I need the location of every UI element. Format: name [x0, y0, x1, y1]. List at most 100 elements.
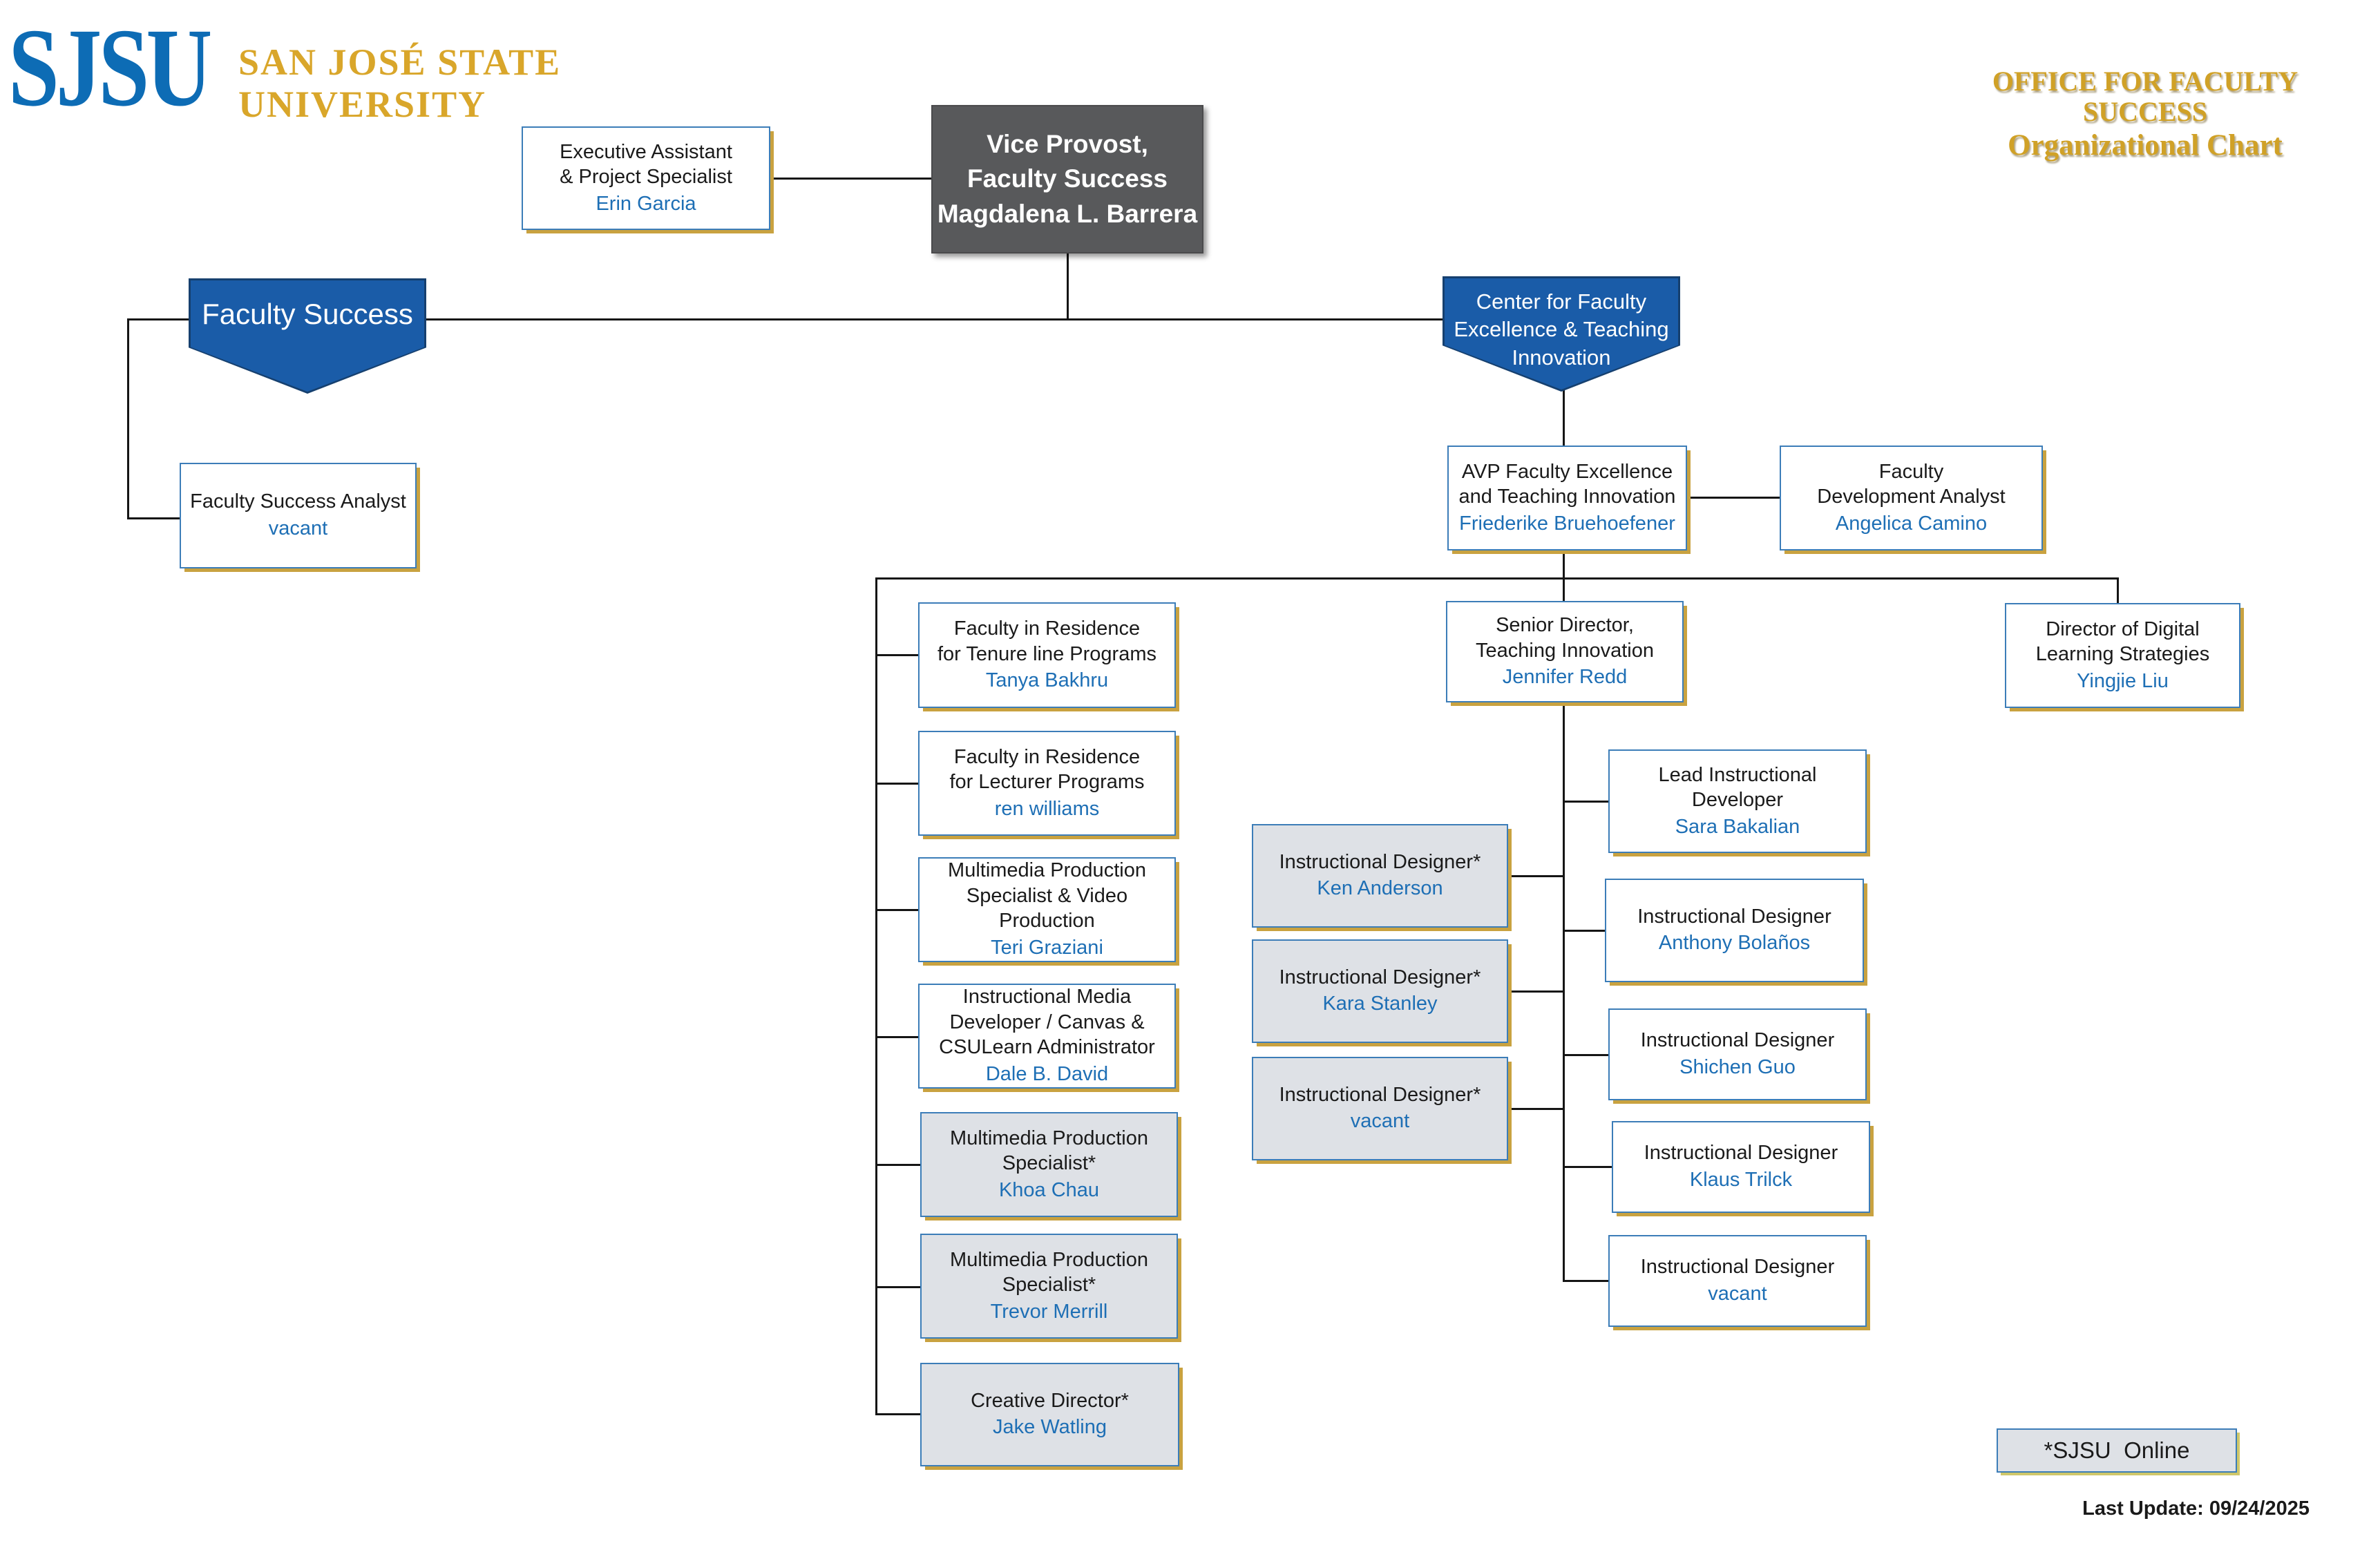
connector-stub-id-anthony [1563, 930, 1608, 932]
node-title: Instructional Designer [1637, 905, 1831, 928]
node-title: Faculty Success Analyst [190, 490, 406, 513]
node-title: Director of Digital Learning Strategies [2035, 618, 2210, 666]
node-title: Senior Director, Teaching Innovation [1476, 614, 1654, 662]
connector-stub-id-vacant-sjsu [1508, 1108, 1565, 1110]
org-node-lead-dev: Lead Instructional Developer Sara Bakali… [1608, 749, 1867, 853]
org-node-vice-provost: Vice Provost, Faculty Success Magdalena … [931, 105, 1203, 253]
org-node-id-vacant-sjsu: Instructional Designer* vacant [1252, 1057, 1508, 1160]
node-title: Instructional Designer [1640, 1256, 1835, 1279]
connector-fs-left-top [127, 318, 191, 320]
connector-stub-id-kara [1508, 990, 1565, 993]
connector-cfeti-to-avp [1563, 390, 1565, 447]
connector-distribution-line [875, 577, 2119, 580]
connector-stub-mm-video [875, 909, 920, 911]
node-person: Trevor Merrill [990, 1300, 1108, 1323]
org-node-id-kara: Instructional Designer* Kara Stanley [1252, 939, 1508, 1043]
node-person: Erin Garcia [596, 192, 696, 215]
org-node-director-digital: Director of Digital Learning Strategies … [2005, 603, 2240, 708]
connector-stub-id-klaus [1563, 1166, 1612, 1168]
node-title: Faculty in Residence for Tenure line Pro… [937, 618, 1156, 665]
org-node-mm-trevor: Multimedia Production Specialist* Trevor… [920, 1234, 1178, 1339]
connector-stub-creative-dir [875, 1413, 922, 1415]
connector-stub-lead-dev [1563, 801, 1608, 803]
org-node-id-shichen: Instructional Designer Shichen Guo [1608, 1008, 1867, 1100]
last-update-text: Last Update: 09/24/2025 [2082, 1497, 2310, 1520]
connector-banner-link [426, 318, 1443, 320]
connector-exec-to-viceprovost [770, 178, 931, 180]
connector-fs-left-vertical [127, 318, 129, 519]
org-node-fir-tenure: Faculty in Residence for Tenure line Pro… [918, 602, 1176, 708]
node-title: Multimedia Production Specialist* [950, 1127, 1148, 1175]
node-title: Lead Instructional Developer [1658, 763, 1817, 812]
org-node-creative-dir: Creative Director* Jake Watling [920, 1363, 1179, 1466]
node-person: Klaus Trilck [1689, 1168, 1793, 1191]
connector-stub-fir-tenure [875, 654, 920, 656]
node-title: Instructional Designer* [1279, 850, 1481, 873]
node-person: Kara Stanley [1322, 993, 1438, 1015]
node-title: Vice Provost, Faculty Success [967, 129, 1168, 193]
node-title: Executive Assistant & Project Specialist [560, 140, 732, 189]
node-title: Instructional Media Developer / Canvas &… [939, 986, 1155, 1059]
org-node-mm-khoa: Multimedia Production Specialist* Khoa C… [920, 1112, 1178, 1217]
node-person: vacant [1350, 1110, 1410, 1133]
node-person: Tanya Bakhru [985, 669, 1109, 692]
node-title: Instructional Designer [1644, 1142, 1838, 1165]
org-node-mm-video: Multimedia Production Specialist & Video… [918, 857, 1176, 962]
sjsu-online-legend: *SJSU Online [1997, 1428, 2237, 1473]
node-title: Instructional Designer [1640, 1029, 1835, 1052]
connector-stub-id-vacant [1563, 1280, 1608, 1282]
node-person: vacant [1708, 1282, 1767, 1305]
sjsu-logo: SJSU [8, 6, 212, 130]
node-person: Shichen Guo [1679, 1055, 1796, 1078]
node-person: Teri Graziani [991, 936, 1103, 959]
node-person: Angelica Camino [1835, 512, 1988, 535]
node-person: Anthony Bolaños [1658, 932, 1811, 955]
connector-stub-fir-lecturer [875, 783, 920, 785]
node-person: Magdalena L. Barrera [937, 200, 1198, 229]
node-title: Multimedia Production Specialist & Video… [948, 859, 1146, 932]
org-node-instr-media: Instructional Media Developer / Canvas &… [918, 984, 1176, 1089]
node-person: Friederike Bruehoefener [1459, 512, 1675, 535]
org-node-id-ken: Instructional Designer* Ken Anderson [1252, 824, 1508, 928]
node-title: Creative Director* [971, 1389, 1129, 1412]
org-node-fs-analyst: Faculty Success Analyst vacant [180, 463, 417, 568]
node-title: Faculty in Residence for Lecturer Progra… [949, 745, 1145, 794]
org-node-fac-dev-analyst: Faculty Development Analyst Angelica Cam… [1780, 446, 2043, 551]
banner-faculty-success-label: Faculty Success [202, 298, 413, 330]
node-person: ren williams [994, 797, 1100, 820]
org-node-id-anthony: Instructional Designer Anthony Bolaños [1605, 879, 1864, 982]
node-person: Jake Watling [993, 1416, 1107, 1439]
connector-stub-id-shichen [1563, 1054, 1608, 1056]
connector-stub-instr-media [875, 1036, 920, 1038]
node-person: Dale B. David [985, 1062, 1109, 1085]
node-title: Multimedia Production Specialist* [950, 1248, 1148, 1296]
node-person: Ken Anderson [1317, 877, 1443, 900]
node-person: Sara Bakalian [1675, 815, 1800, 838]
node-title: AVP Faculty Excellence and Teaching Inno… [1458, 460, 1676, 508]
banner-cfeti: Center for Faculty Excellence & Teaching… [1443, 276, 1680, 392]
node-person: Jennifer Redd [1502, 666, 1628, 689]
connector-stub-id-ken [1508, 875, 1565, 877]
connector-director-digital-drop [2117, 577, 2119, 604]
org-node-fir-lecturer: Faculty in Residence for Lecturer Progra… [918, 731, 1176, 836]
connector-fs-analyst-stub [127, 517, 181, 519]
connector-avp-to-seniordirector [1563, 551, 1565, 602]
banner-faculty-success: Faculty Success [189, 278, 426, 394]
banner-cfeti-label: Center for Faculty Excellence & Teaching… [1454, 289, 1669, 370]
connector-left-spine [875, 577, 877, 1415]
org-node-id-vacant: Instructional Designer vacant [1608, 1235, 1867, 1327]
node-title: Instructional Designer* [1279, 966, 1481, 988]
org-node-avp: AVP Faculty Excellence and Teaching Inno… [1447, 446, 1687, 551]
page-title: OFFICE FOR FACULTY SUCCESS Organizationa… [1938, 66, 2352, 164]
node-title: Instructional Designer* [1279, 1083, 1481, 1106]
page-title-line1: OFFICE FOR FACULTY SUCCESS [1992, 66, 2298, 127]
page-title-line2: Organizational Chart [2008, 129, 2283, 162]
node-person: Khoa Chau [998, 1178, 1100, 1201]
node-title: Faculty Development Analyst [1817, 460, 2006, 508]
connector-avp-to-analyst [1687, 497, 1781, 499]
connector-stub-mm-trevor [875, 1286, 922, 1288]
node-person: Yingjie Liu [2077, 669, 2169, 692]
node-person: vacant [268, 517, 328, 539]
org-node-exec-assistant: Executive Assistant & Project Specialist… [522, 126, 770, 230]
connector-stub-mm-khoa [875, 1164, 922, 1166]
